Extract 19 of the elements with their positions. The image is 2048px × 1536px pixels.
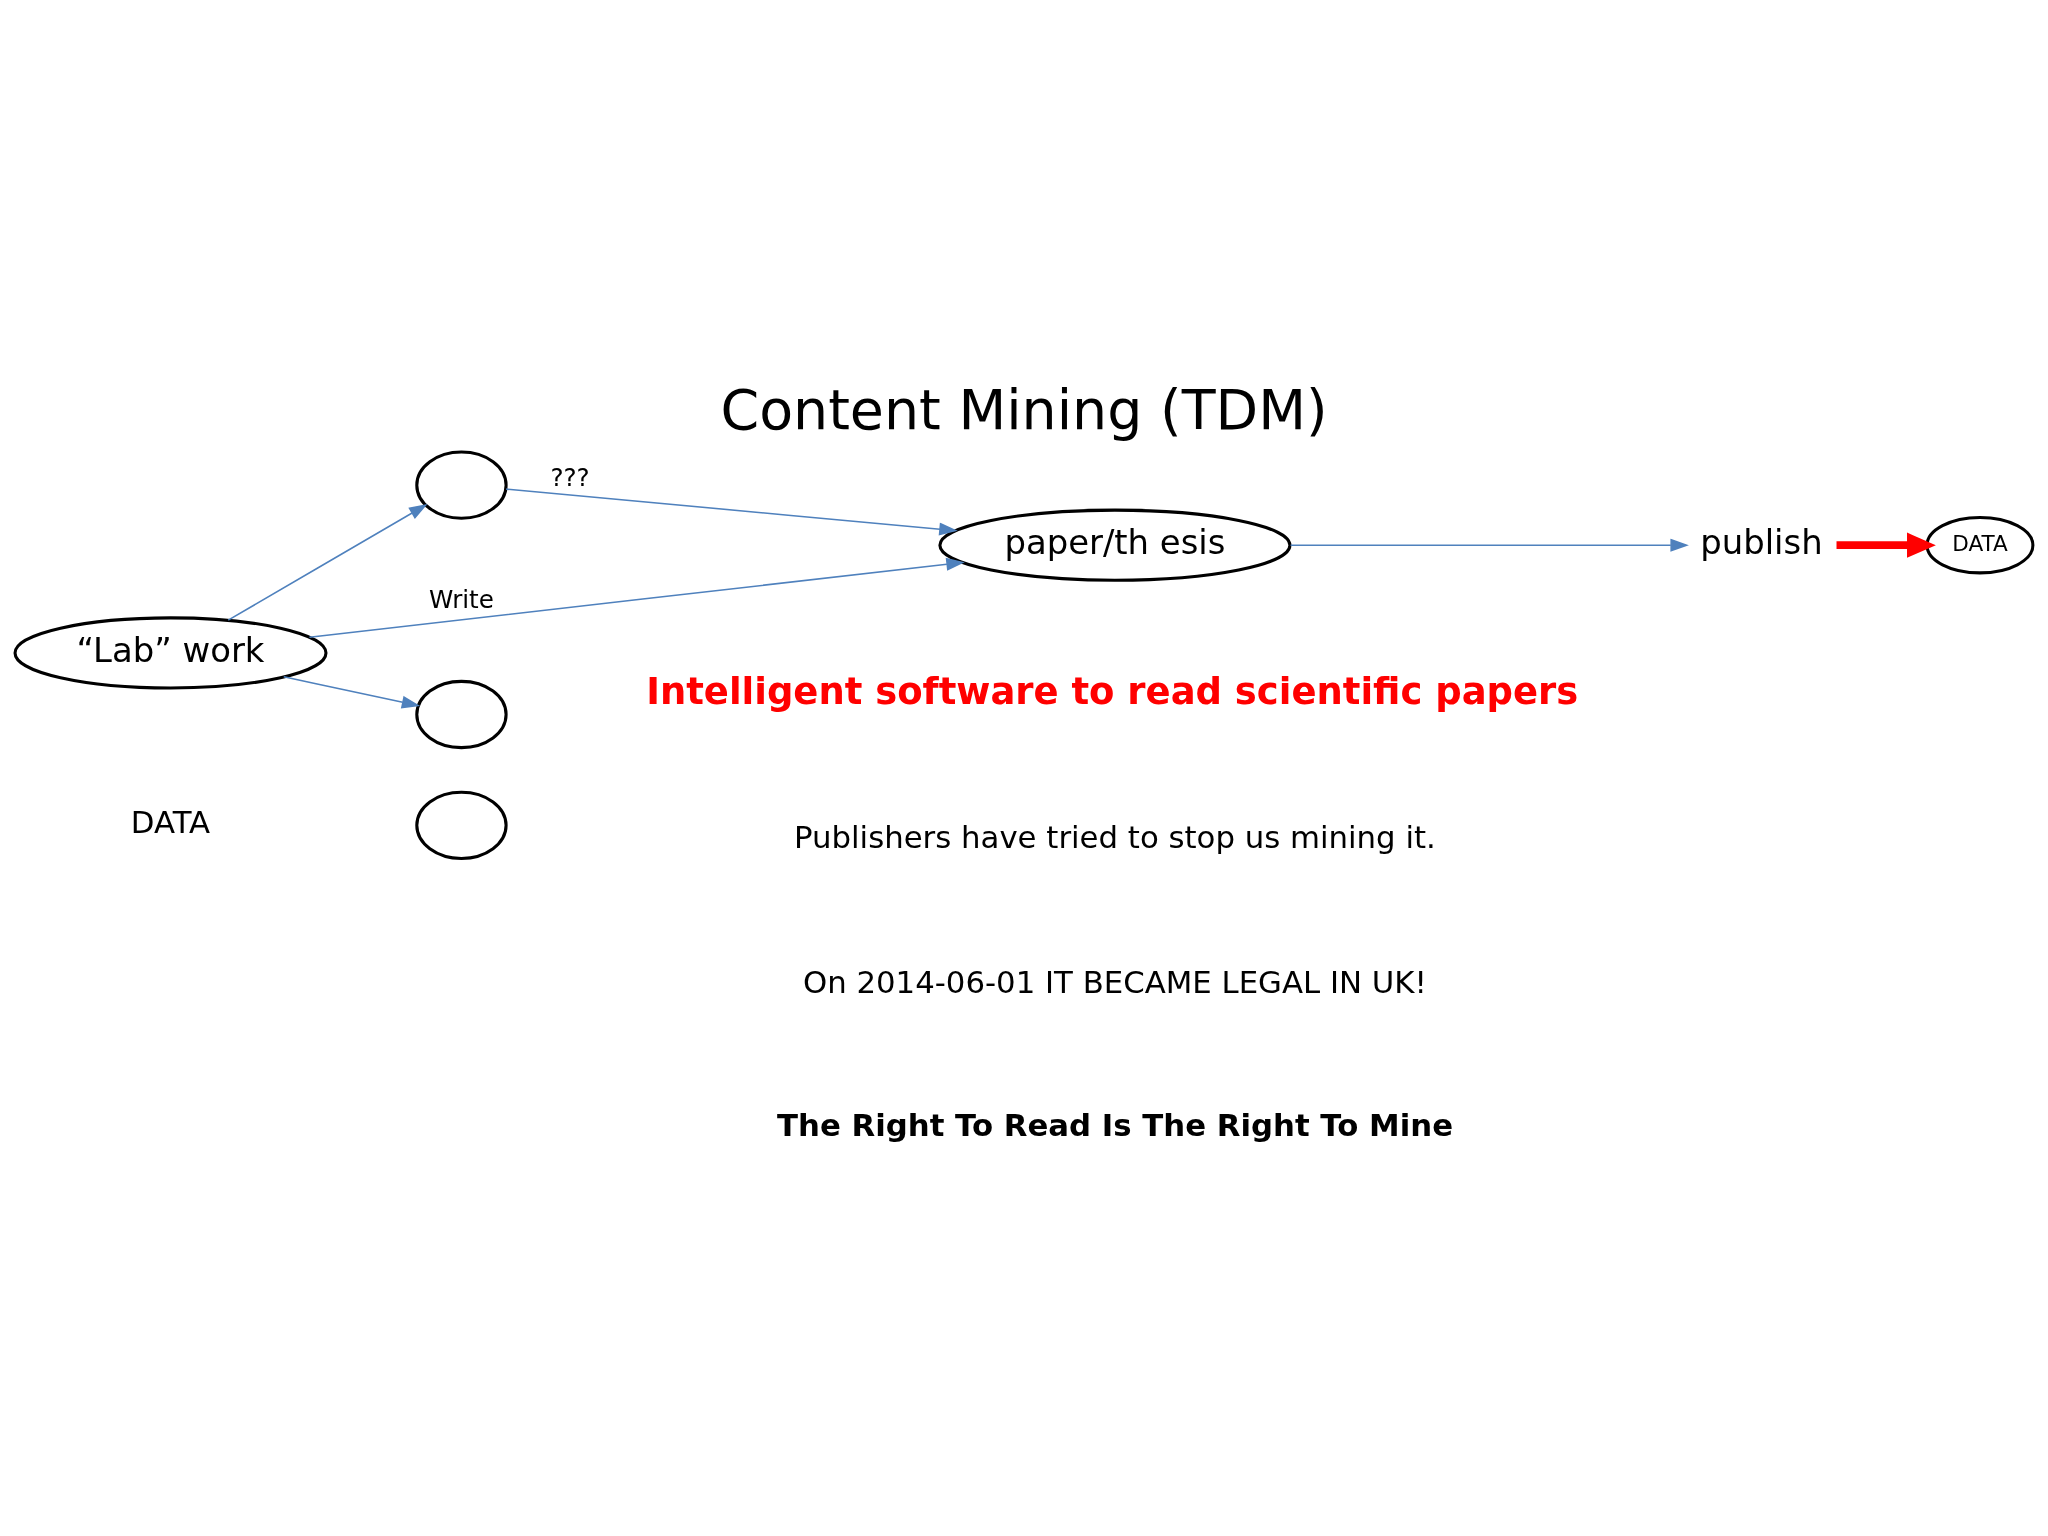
node-cloud [415,790,508,860]
node-text: publish [1700,522,1823,562]
label: Intelligent software to read scientific papers [646,670,1579,714]
arrow [505,488,958,536]
node-cloud [415,679,508,750]
edge-label: ??? [550,463,590,493]
arrow [283,676,421,709]
diagram-title: Content Mining (TDM) [720,377,1328,442]
label: Publishers have tried to stop us mining it. [794,819,1436,856]
label: DATA [130,804,211,841]
node-ellipse: DATA [1925,515,2035,575]
arrow [308,557,965,638]
edge-label: Write [428,584,494,614]
label: On 2014-06-01 IT BECAME LEGAL IN UK! [802,964,1427,1001]
arrow [227,504,428,621]
arrow [1289,538,1689,552]
node-cloud [415,450,508,520]
label: The Right To Read Is The Right To Mine [777,1107,1454,1144]
node-ellipse: “Lab” work [13,616,328,690]
